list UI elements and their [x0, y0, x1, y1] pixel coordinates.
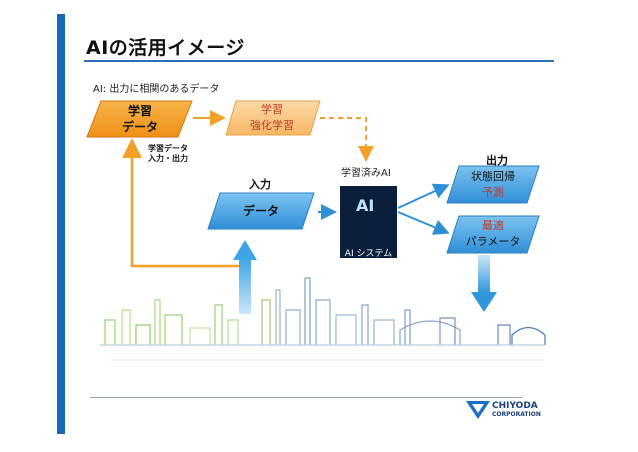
logo-name: CHIYODA: [492, 401, 538, 411]
input-up-arrow-shaft: [239, 258, 251, 314]
input-label: 入力: [249, 178, 271, 191]
ai-brain-icon: AI: [356, 196, 375, 215]
input-up-arrow-head: [233, 240, 257, 260]
training-io-label: 学習データ 入力・出力: [148, 144, 188, 163]
title-underline: [84, 60, 554, 62]
reinforcement-node: [225, 100, 321, 136]
footer-divider: [90, 397, 522, 398]
slide-subtitle: AI: 出力に相関のあるデータ: [93, 84, 220, 95]
chiyoda-logo-icon: [466, 401, 490, 419]
slide-title: AIの活用イメージ: [86, 37, 245, 59]
input-data-node: [207, 192, 315, 230]
ai-system-box: [340, 186, 397, 258]
state-regression-node: [446, 165, 540, 204]
arrow-ai-to-params: [397, 211, 450, 235]
reinforcement-text: 学習 強化学習: [250, 103, 294, 132]
optimal-params-text: 最適 パラメータ: [465, 219, 521, 248]
logo-sub: CORPORATION: [492, 411, 541, 418]
ai-system-caption: AI システム: [344, 249, 393, 259]
training-data-text: 学習 データ: [121, 104, 158, 134]
output-down-arrow-head: [471, 292, 497, 312]
optimal-params-node: [446, 215, 540, 254]
state-regression-text: 状態回帰 予測: [471, 170, 515, 199]
output-down-arrow-shaft: [478, 255, 490, 293]
feedback-loop-arrow: [122, 138, 244, 268]
output-label: 出力: [486, 154, 508, 167]
trained-ai-label: 学習済みAI: [341, 168, 391, 179]
dashed-arrow-to-ai: [320, 117, 374, 162]
arrow-ai-to-state: [397, 183, 450, 209]
input-data-text: データ: [242, 204, 279, 218]
training-data-node: [86, 100, 193, 138]
plant-skyline: [100, 277, 546, 361]
slide-accent-bar: [57, 14, 65, 434]
